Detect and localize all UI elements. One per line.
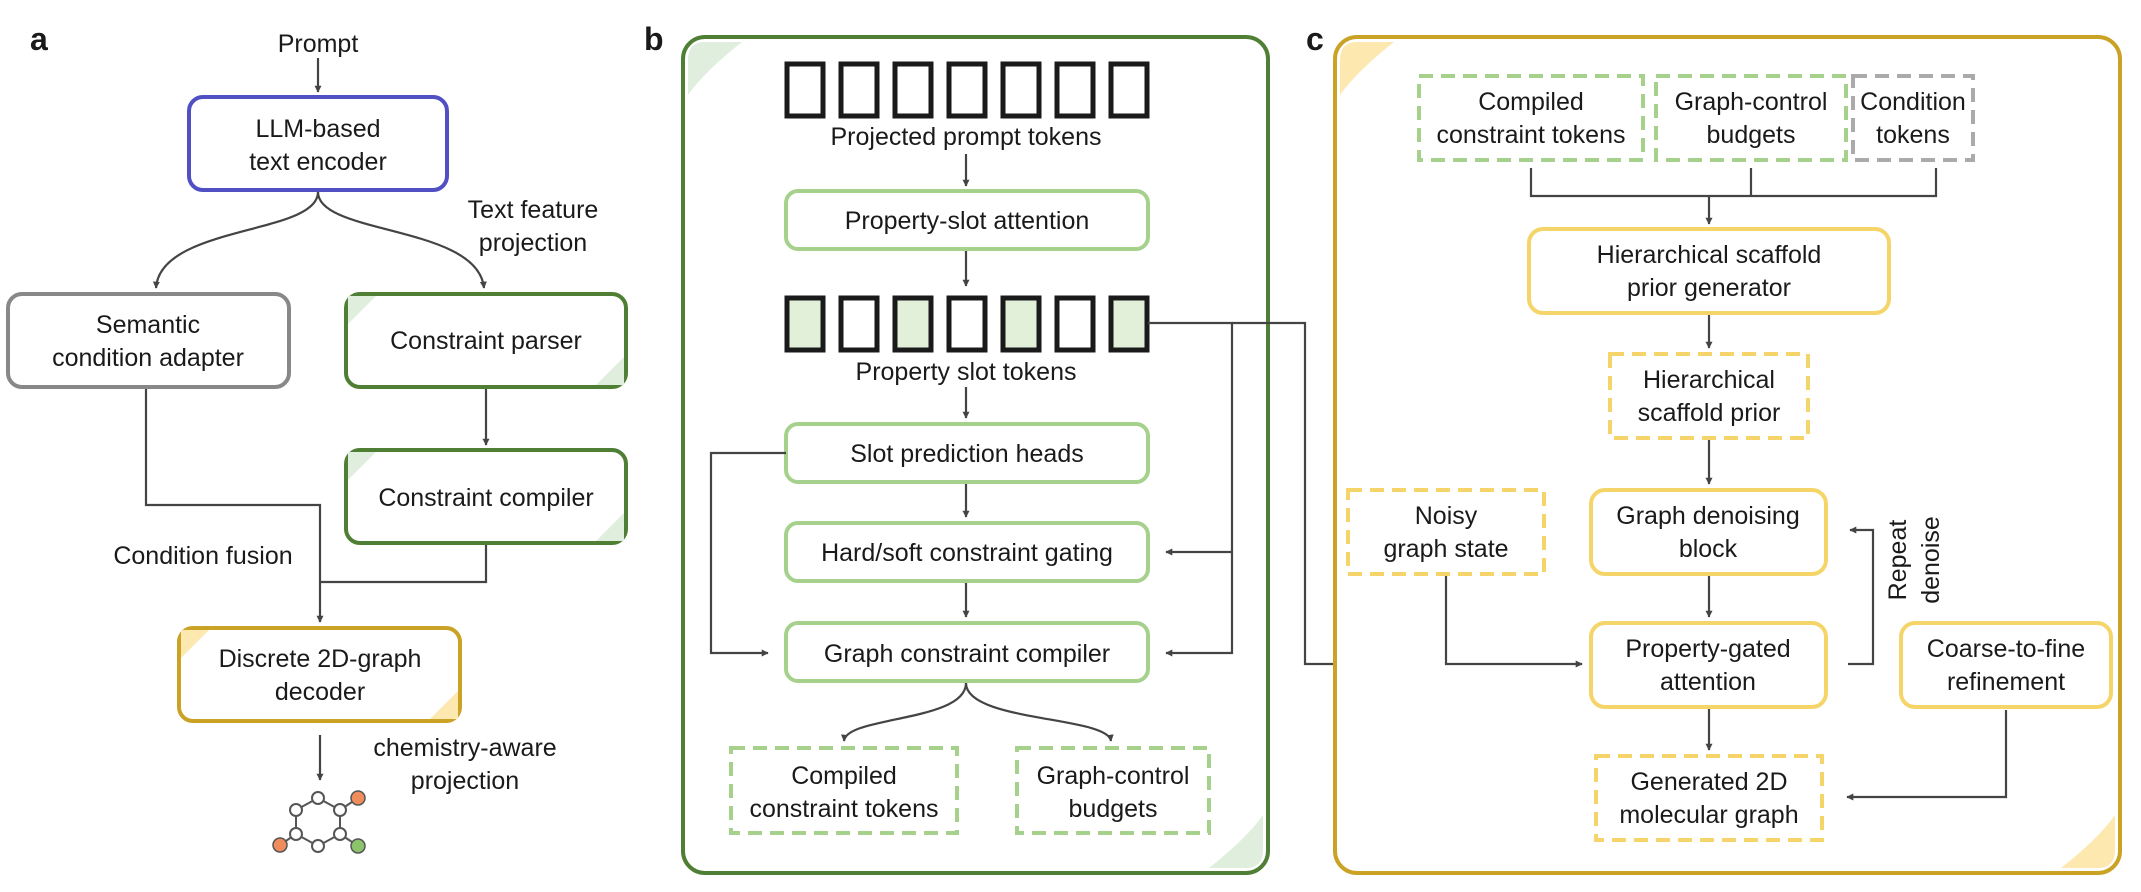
- text-feature-projection-line1: Text feature: [468, 196, 599, 224]
- generated-graph-box: [1594, 754, 1824, 842]
- repeat-denoise-line2: denoise: [1917, 516, 1945, 604]
- constraint-compiler-box: [344, 448, 628, 545]
- panel-b-graph-control-budgets-box: [1015, 746, 1211, 835]
- scaffold-prior-generator-line1: Hierarchical scaffold: [1597, 241, 1822, 269]
- generated-graph-line1: Generated 2D: [1630, 768, 1787, 796]
- semantic-adapter-line1: Semantic: [96, 311, 200, 339]
- scaffold-prior-box: [1608, 352, 1810, 440]
- graph-denoising-block-box: [1589, 488, 1828, 576]
- condition-tokens-line1: Condition: [1860, 88, 1966, 116]
- panel-b-letter: b: [644, 21, 664, 57]
- prompt-token-2: [838, 61, 880, 119]
- condition-tokens-line2: tokens: [1876, 121, 1950, 149]
- text-encoder-box: [187, 95, 449, 192]
- constraint-gating-box: [784, 521, 1150, 583]
- condition-tokens-box: [1851, 74, 1975, 162]
- prompt-token-5: [1000, 61, 1042, 119]
- graph-constraint-compiler-box: [784, 621, 1150, 683]
- slot-prediction-heads-label: Slot prediction heads: [850, 440, 1083, 468]
- slot-token-3: [892, 295, 934, 353]
- text-feature-projection-line2: projection: [479, 229, 587, 257]
- panel-c-compiled-constraint-line2: constraint tokens: [1437, 121, 1626, 149]
- prompt-label: Prompt: [278, 30, 359, 58]
- scaffold-prior-line1: Hierarchical: [1643, 366, 1775, 394]
- chemistry-projection-line1: chemistry-aware: [373, 734, 556, 762]
- slot-token-5: [1000, 295, 1042, 353]
- projected-prompt-tokens-label: Projected prompt tokens: [831, 123, 1102, 151]
- slot-token-4: [946, 295, 988, 353]
- panel-b-graph-control-line1: Graph-control: [1037, 762, 1190, 790]
- noisy-graph-state-line1: Noisy: [1415, 502, 1478, 530]
- panel-a: a Prompt LLM-based text encoder Text fea…: [6, 21, 628, 854]
- semantic-adapter-line2: condition adapter: [52, 344, 244, 372]
- coarse-to-fine-box: [1899, 621, 2113, 709]
- panel-c-graph-control-line2: budgets: [1707, 121, 1796, 149]
- property-slot-attention-label: Property-slot attention: [845, 207, 1090, 235]
- scaffold-prior-generator-box: [1527, 227, 1891, 315]
- prompt-token-1: [784, 61, 826, 119]
- noisy-graph-state-line2: graph state: [1383, 535, 1508, 563]
- property-slot-attention-box: [784, 189, 1150, 251]
- molecule-graph-icon: [272, 790, 366, 854]
- panel-c: c Compiled constraint tokens Graph-contr…: [1306, 21, 2122, 875]
- slot-token-6: [1054, 295, 1096, 353]
- repeat-denoise-line1: Repeat: [1884, 520, 1912, 601]
- panel-a-letter: a: [30, 21, 48, 57]
- decoder-box: [177, 626, 462, 723]
- slot-token-row: [784, 295, 1150, 353]
- graph-denoising-block-line1: Graph denoising: [1616, 502, 1799, 530]
- panel-c-graph-control-budgets-box: [1654, 74, 1848, 162]
- panel-c-compiled-constraint-tokens-box: [1417, 74, 1645, 162]
- prompt-token-7: [1108, 61, 1150, 119]
- prompt-token-6: [1054, 61, 1096, 119]
- panel-c-graph-control-line1: Graph-control: [1675, 88, 1828, 116]
- scaffold-prior-line2: scaffold prior: [1638, 399, 1781, 427]
- semantic-adapter-box: [6, 292, 291, 389]
- property-gated-attention-line2: attention: [1660, 668, 1756, 696]
- coarse-to-fine-line2: refinement: [1947, 668, 2065, 696]
- text-encoder-line2: text encoder: [249, 148, 387, 176]
- panel-b-compiled-constraint-line1: Compiled: [791, 762, 897, 790]
- prompt-token-4: [946, 61, 988, 119]
- generated-graph-line2: molecular graph: [1619, 801, 1798, 829]
- panel-b: b Projected prompt tokens Property-slot …: [644, 21, 1270, 875]
- scaffold-prior-generator-line2: prior generator: [1627, 274, 1791, 302]
- prompt-token-row: [784, 61, 1150, 119]
- condition-fusion-label: Condition fusion: [113, 542, 292, 570]
- constraint-parser-box: [344, 292, 628, 389]
- panel-c-letter: c: [1306, 21, 1324, 57]
- coarse-to-fine-line1: Coarse-to-fine: [1927, 635, 2085, 663]
- graph-constraint-compiler-label: Graph constraint compiler: [824, 640, 1110, 668]
- text-encoder-line1: LLM-based: [255, 115, 380, 143]
- panel-c-compiled-constraint-line1: Compiled: [1478, 88, 1584, 116]
- graph-denoising-block-line2: block: [1679, 535, 1738, 563]
- prompt-token-3: [892, 61, 934, 119]
- chemistry-projection-line2: projection: [411, 767, 519, 795]
- noisy-graph-state-box: [1346, 488, 1546, 576]
- slot-token-2: [838, 295, 880, 353]
- constraint-gating-label: Hard/soft constraint gating: [821, 539, 1113, 567]
- slot-token-1: [784, 295, 826, 353]
- decoder-line2: decoder: [275, 678, 365, 706]
- property-slot-tokens-label: Property slot tokens: [856, 358, 1077, 386]
- constraint-compiler-label: Constraint compiler: [378, 484, 593, 512]
- property-gated-attention-box: [1589, 621, 1828, 709]
- panel-c-frame: [1333, 35, 2122, 875]
- panel-b-graph-control-line2: budgets: [1069, 795, 1158, 823]
- panel-b-compiled-constraint-line2: constraint tokens: [750, 795, 939, 823]
- property-gated-attention-line1: Property-gated: [1625, 635, 1790, 663]
- panel-b-compiled-constraint-tokens-box: [729, 746, 959, 835]
- decoder-line1: Discrete 2D-graph: [219, 645, 422, 673]
- constraint-parser-label: Constraint parser: [390, 327, 582, 355]
- slot-token-7: [1108, 295, 1150, 353]
